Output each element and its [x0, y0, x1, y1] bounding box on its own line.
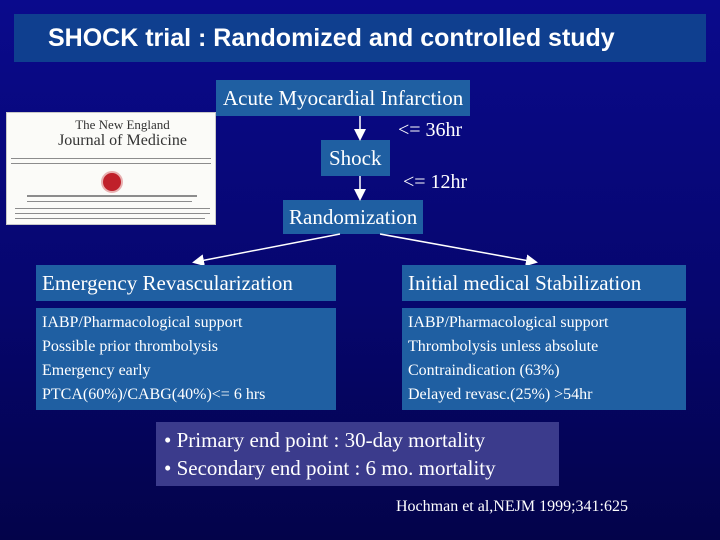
- arm-stabilization-line: Contraindication (63%): [408, 359, 680, 383]
- arm-revascularization-line: Possible prior thrombolysis: [42, 335, 330, 359]
- endpoints-box: • Primary end point : 30-day mortality •…: [156, 422, 559, 486]
- arm-stabilization-line: Thrombolysis unless absolute: [408, 335, 680, 359]
- arm-stabilization-title: Initial medical Stabilization: [402, 265, 686, 301]
- arrow-to-stabilization: [380, 234, 535, 262]
- arm-revascularization-title-text: Emergency Revascularization: [42, 270, 293, 296]
- arm-stabilization-line: Delayed revasc.(25%) >54hr: [408, 383, 680, 407]
- arm-stabilization-details: IABP/Pharmacological support Thrombolysi…: [402, 308, 686, 410]
- arm-stabilization-line: IABP/Pharmacological support: [408, 311, 680, 335]
- arm-revascularization-line: PTCA(60%)/CABG(40%)<= 6 hrs: [42, 383, 330, 407]
- primary-endpoint: • Primary end point : 30-day mortality: [164, 426, 551, 454]
- secondary-endpoint: • Secondary end point : 6 mo. mortality: [164, 454, 551, 482]
- arm-revascularization-line: Emergency early: [42, 359, 330, 383]
- arm-revascularization-details: IABP/Pharmacological support Possible pr…: [36, 308, 336, 410]
- arrow-to-revascularization: [195, 234, 340, 262]
- citation: Hochman et al,NEJM 1999;341:625: [396, 496, 628, 518]
- arm-revascularization-title: Emergency Revascularization: [36, 265, 336, 301]
- arm-stabilization-title-text: Initial medical Stabilization: [408, 270, 641, 296]
- arm-revascularization-line: IABP/Pharmacological support: [42, 311, 330, 335]
